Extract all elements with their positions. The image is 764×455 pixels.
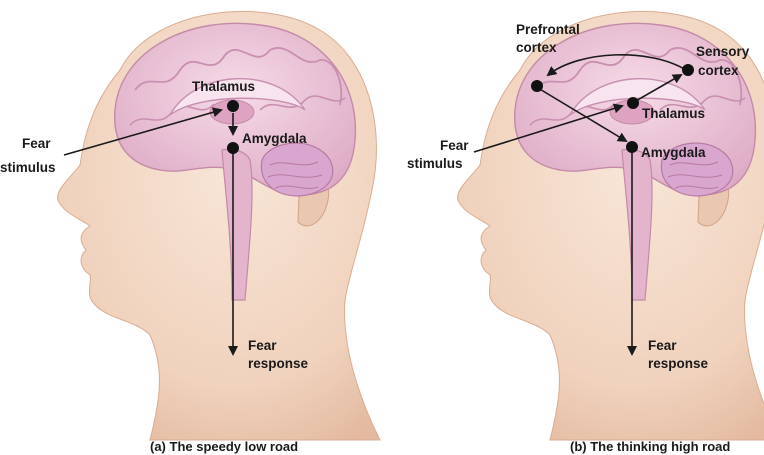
prefrontal-node (531, 80, 543, 92)
prefrontal-to-amygdala-arrow (537, 87, 628, 143)
fear-stimulus-label-a-line1: Fear (22, 136, 51, 151)
thalamus-label-b: Thalamus (642, 106, 705, 121)
fear-response-label-b-line1: Fear (648, 338, 677, 353)
fear-response-label-b-line2: response (648, 356, 709, 371)
amygdala-label-b: Amygdala (641, 145, 706, 160)
fear-response-label-a-line1: Fear (248, 338, 277, 353)
amygdala-node-a (227, 142, 239, 154)
thalamus-node-b (627, 97, 639, 109)
caption-b: (b) The thinking high road (570, 439, 730, 454)
sensory-label-line1: Sensory (696, 44, 750, 59)
amygdala-node-b (626, 141, 638, 153)
sensory-label-line2: cortex (698, 63, 739, 78)
fear-stimulus-label-b-line2: stimulus (407, 156, 463, 171)
panel-a: Thalamus Amygdala Fear stimulus Fear res… (0, 10, 381, 454)
prefrontal-label-line2: cortex (516, 40, 557, 55)
sensory-node (682, 64, 694, 76)
stimulus-to-thalamus-arrow-b (473, 103, 624, 153)
stimulus-to-thalamus-arrow-a (63, 107, 223, 156)
fear-response-label-a-line2: response (248, 356, 309, 371)
fear-stimulus-label-b-line1: Fear (440, 138, 469, 153)
amygdala-label-a: Amygdala (242, 131, 307, 146)
thalamus-label-a: Thalamus (192, 79, 255, 94)
caption-a: (a) The speedy low road (150, 439, 298, 454)
head-a-illustration (56, 10, 381, 441)
prefrontal-label-line1: Prefrontal (516, 22, 580, 37)
thalamus-node-a (227, 100, 239, 112)
sensory-to-prefrontal-arrow (546, 53, 687, 77)
fear-stimulus-label-a-line2: stimulus (0, 160, 56, 175)
panel-b: Prefrontal cortex Sensory cortex Thalamu… (407, 10, 764, 454)
thalamus-to-sensory-arrow (633, 74, 683, 103)
